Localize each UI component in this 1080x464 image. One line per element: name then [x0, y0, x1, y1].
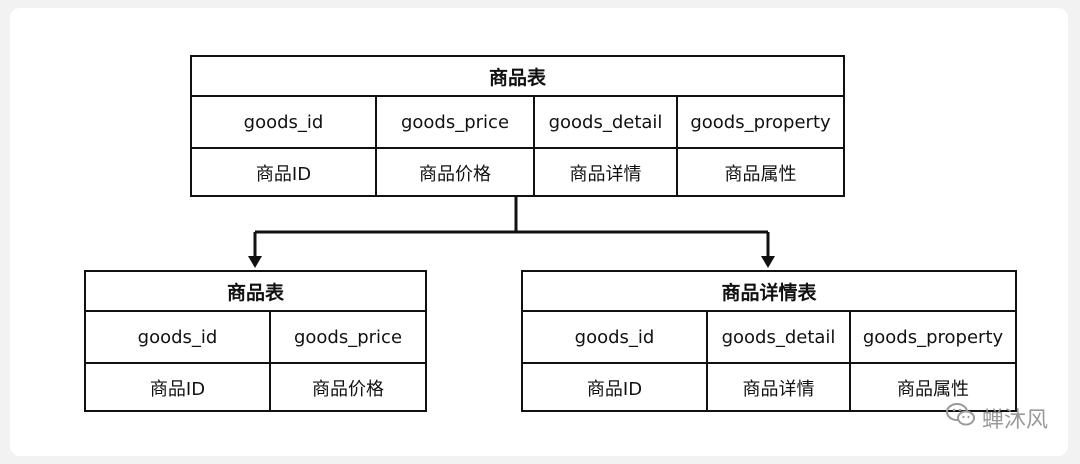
watermark: 蝉沐风 [945, 402, 1048, 434]
top-table-header-row: goods_id goods_price goods_detail goods_… [192, 97, 843, 147]
right-arrow-head [761, 256, 775, 268]
wechat-icon [945, 402, 976, 434]
left-table-value-row: 商品ID 商品价格 [86, 362, 425, 412]
header-cell: goods_price [375, 97, 533, 147]
top-table-value-row: 商品ID 商品价格 商品详情 商品属性 [192, 147, 843, 197]
header-cell: goods_id [243, 111, 324, 133]
header-cell: goods_detail [533, 97, 676, 147]
value-cell: 商品详情 [706, 364, 849, 412]
value-cell: 商品ID [149, 379, 206, 400]
value-cell: 商品ID [255, 164, 312, 185]
left-table-header-row: goods_id goods_price [86, 312, 425, 362]
right-table-title: 商品详情表 [523, 272, 1015, 312]
header-cell: goods_property [676, 97, 843, 147]
value-cell: 商品属性 [676, 149, 843, 197]
value-cell: 商品价格 [375, 149, 533, 197]
header-cell: goods_detail [706, 312, 849, 362]
left-table-title: 商品表 [86, 272, 425, 312]
header-cell: goods_id [137, 326, 218, 348]
top-table-title: 商品表 [192, 57, 843, 97]
value-cell: 商品ID [586, 379, 643, 400]
right-table-value-row: 商品ID 商品详情 商品属性 [523, 362, 1015, 412]
watermark-text: 蝉沐风 [981, 408, 1048, 433]
right-table: 商品详情表 goods_id goods_detail goods_proper… [521, 270, 1017, 412]
right-table-header-row: goods_id goods_detail goods_property [523, 312, 1015, 362]
left-arrow-head [248, 256, 262, 268]
value-cell: 商品属性 [849, 364, 1015, 412]
value-cell: 商品价格 [269, 364, 425, 412]
left-table: 商品表 goods_id goods_price 商品ID 商品价格 [84, 270, 427, 412]
header-cell: goods_property [849, 312, 1015, 362]
top-table: 商品表 goods_id goods_price goods_detail go… [190, 55, 845, 197]
header-cell: goods_id [574, 326, 655, 348]
value-cell: 商品详情 [533, 149, 676, 197]
header-cell: goods_price [269, 312, 425, 362]
